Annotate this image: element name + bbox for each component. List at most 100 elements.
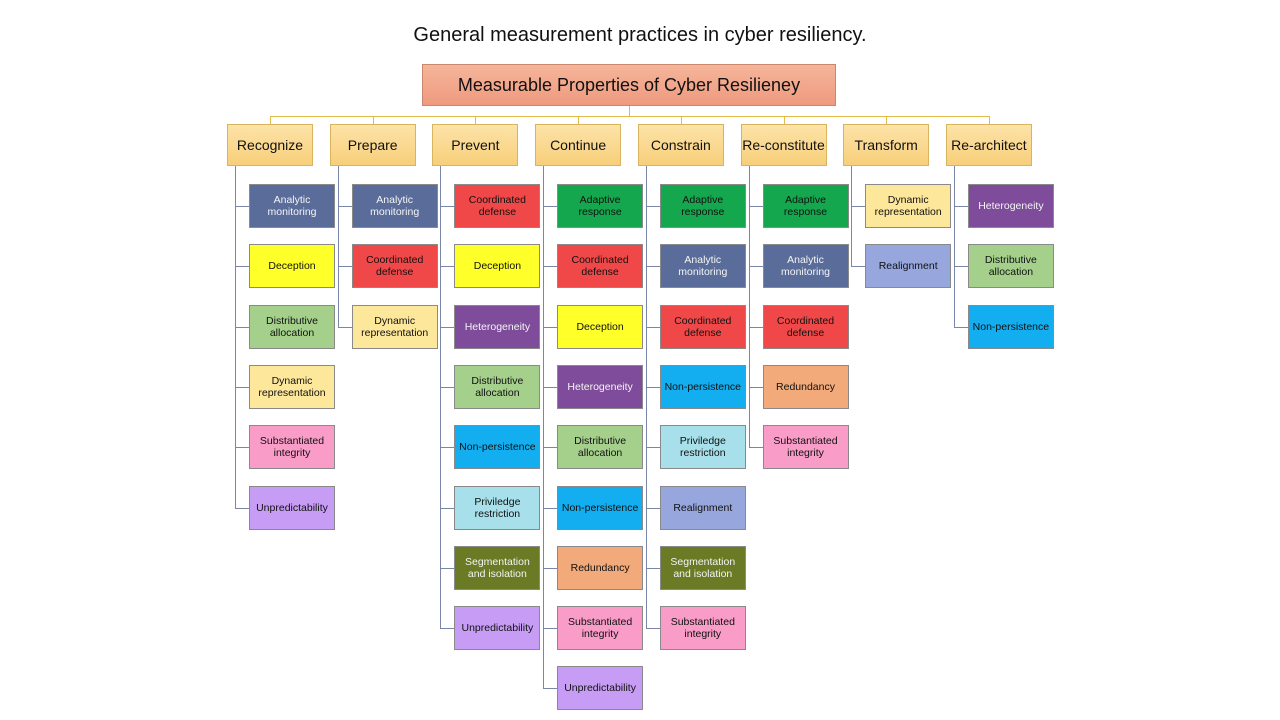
child-connector [235, 266, 249, 268]
child-connector [235, 447, 249, 449]
child-connector [440, 507, 455, 509]
property-segmentation-and-isolation: Segmentation and isolation [454, 545, 541, 590]
property-coordinated-defense: Coordinated defense [659, 304, 746, 349]
property-adaptive-response: Adaptive response [659, 184, 746, 228]
property-dynamic-representation: Dynamic representation [351, 304, 438, 349]
child-connector [235, 507, 249, 509]
child-connector [440, 447, 455, 449]
property-redundancy: Redundancy [557, 545, 644, 590]
property-deception: Deception [454, 244, 541, 289]
property-redundancy: Redundancy [762, 364, 849, 409]
child-connector [235, 206, 249, 207]
child-connector [440, 206, 455, 207]
child-connector [235, 386, 249, 388]
category-prevent: Prevent [432, 124, 519, 166]
category-trunk-line [953, 166, 955, 327]
category-connector [988, 116, 990, 124]
child-connector [337, 206, 352, 207]
child-connector [645, 567, 660, 569]
category-connector [578, 116, 580, 124]
property-deception: Deception [557, 304, 644, 349]
child-connector [440, 386, 455, 388]
root-node: Measurable Properties of Cyber Resiliene… [422, 64, 836, 106]
child-connector [645, 326, 660, 328]
child-connector [440, 326, 455, 328]
property-distributive-allocation: Distributive allocation [249, 304, 335, 349]
category-trunk-line [645, 166, 647, 629]
property-deception: Deception [249, 244, 335, 289]
child-connector [543, 206, 558, 207]
property-adaptive-response: Adaptive response [762, 184, 849, 228]
child-connector [953, 326, 968, 328]
category-prepare: Prepare [329, 124, 416, 166]
property-substantiated-integrity: Substantiated integrity [762, 425, 849, 470]
property-heterogeneity: Heterogeneity [967, 184, 1054, 228]
child-connector [543, 688, 558, 690]
child-connector [440, 266, 455, 268]
property-unpredictability: Unpredictability [557, 666, 644, 711]
child-connector [645, 266, 660, 268]
category-constrain: Constrain [637, 124, 724, 166]
property-analytic-monitoring: Analytic monitoring [762, 244, 849, 289]
property-heterogeneity: Heterogeneity [557, 364, 644, 409]
child-connector [235, 326, 249, 328]
root-connector [629, 106, 630, 116]
property-substantiated-integrity: Substantiated integrity [249, 425, 335, 470]
property-substantiated-integrity: Substantiated integrity [557, 606, 644, 651]
category-re-architect: Re-architect [945, 124, 1032, 166]
child-connector [645, 386, 660, 388]
property-dynamic-representation: Dynamic representation [865, 184, 952, 228]
property-realignment: Realignment [865, 244, 952, 289]
category-transform: Transform [843, 124, 930, 166]
property-unpredictability: Unpredictability [454, 606, 541, 651]
property-unpredictability: Unpredictability [249, 485, 335, 530]
property-distributive-allocation: Distributive allocation [967, 244, 1054, 289]
property-analytic-monitoring: Analytic monitoring [249, 184, 335, 228]
property-non-persistence: Non-persistence [557, 485, 644, 530]
child-connector [748, 447, 763, 449]
child-connector [851, 266, 866, 268]
property-adaptive-response: Adaptive response [557, 184, 644, 228]
property-distributive-allocation: Distributive allocation [557, 425, 644, 470]
property-non-persistence: Non-persistence [659, 364, 746, 409]
child-connector [543, 386, 558, 388]
child-connector [440, 628, 455, 630]
category-connector [372, 116, 374, 124]
category-connector [886, 116, 888, 124]
category-bus-line [270, 116, 989, 117]
child-connector [543, 326, 558, 328]
child-connector [543, 567, 558, 569]
property-analytic-monitoring: Analytic monitoring [351, 184, 438, 228]
property-distributive-allocation: Distributive allocation [454, 364, 541, 409]
category-trunk-line [235, 166, 236, 508]
child-connector [543, 507, 558, 509]
category-trunk-line [748, 166, 750, 448]
property-coordinated-defense: Coordinated defense [762, 304, 849, 349]
child-connector [337, 266, 352, 268]
category-connector [783, 116, 785, 124]
property-coordinated-defense: Coordinated defense [557, 244, 644, 289]
property-coordinated-defense: Coordinated defense [454, 184, 541, 228]
category-continue: Continue [535, 124, 622, 166]
property-priviledge-restriction: Priviledge restriction [659, 425, 746, 470]
child-connector [748, 206, 763, 207]
property-dynamic-representation: Dynamic representation [249, 364, 335, 409]
child-connector [543, 447, 558, 449]
child-connector [851, 206, 866, 207]
child-connector [748, 266, 763, 268]
property-non-persistence: Non-persistence [454, 425, 541, 470]
property-non-persistence: Non-persistence [967, 304, 1054, 349]
category-connector [475, 116, 477, 124]
child-connector [337, 326, 352, 328]
child-connector [645, 507, 660, 509]
property-coordinated-defense: Coordinated defense [351, 244, 438, 289]
category-re-constitute: Re-constitute [740, 124, 827, 166]
category-trunk-line [440, 166, 442, 629]
category-trunk-line [543, 166, 545, 689]
property-priviledge-restriction: Priviledge restriction [454, 485, 541, 530]
category-connector [680, 116, 682, 124]
child-connector [953, 266, 968, 268]
child-connector [543, 628, 558, 630]
page-title: General measurement practices in cyber r… [413, 24, 867, 46]
